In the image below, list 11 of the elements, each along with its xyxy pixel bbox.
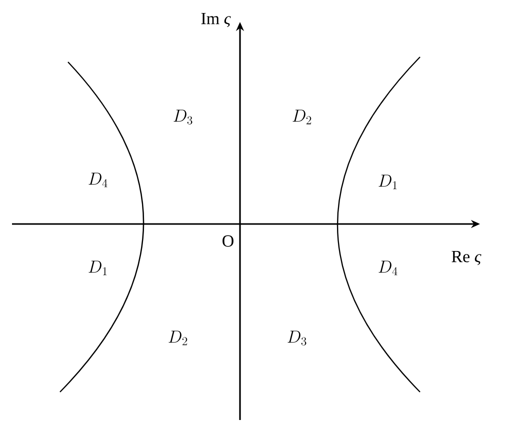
origin-label: O <box>222 235 234 247</box>
region-label: $D_3$ <box>288 330 306 346</box>
axis-label: Re ς <box>452 250 482 265</box>
region-label: $D_4$ <box>378 260 398 276</box>
axis-label: Im ς <box>201 12 231 27</box>
region-label: $D_1$ <box>88 260 107 276</box>
region-label: $D_3$ <box>174 110 192 124</box>
region-label: $D_1$ <box>378 174 397 190</box>
region-label: $D_4$ <box>88 172 108 188</box>
region-label: $D_2$ <box>168 330 188 346</box>
region-label: $D_2$ <box>292 110 312 124</box>
